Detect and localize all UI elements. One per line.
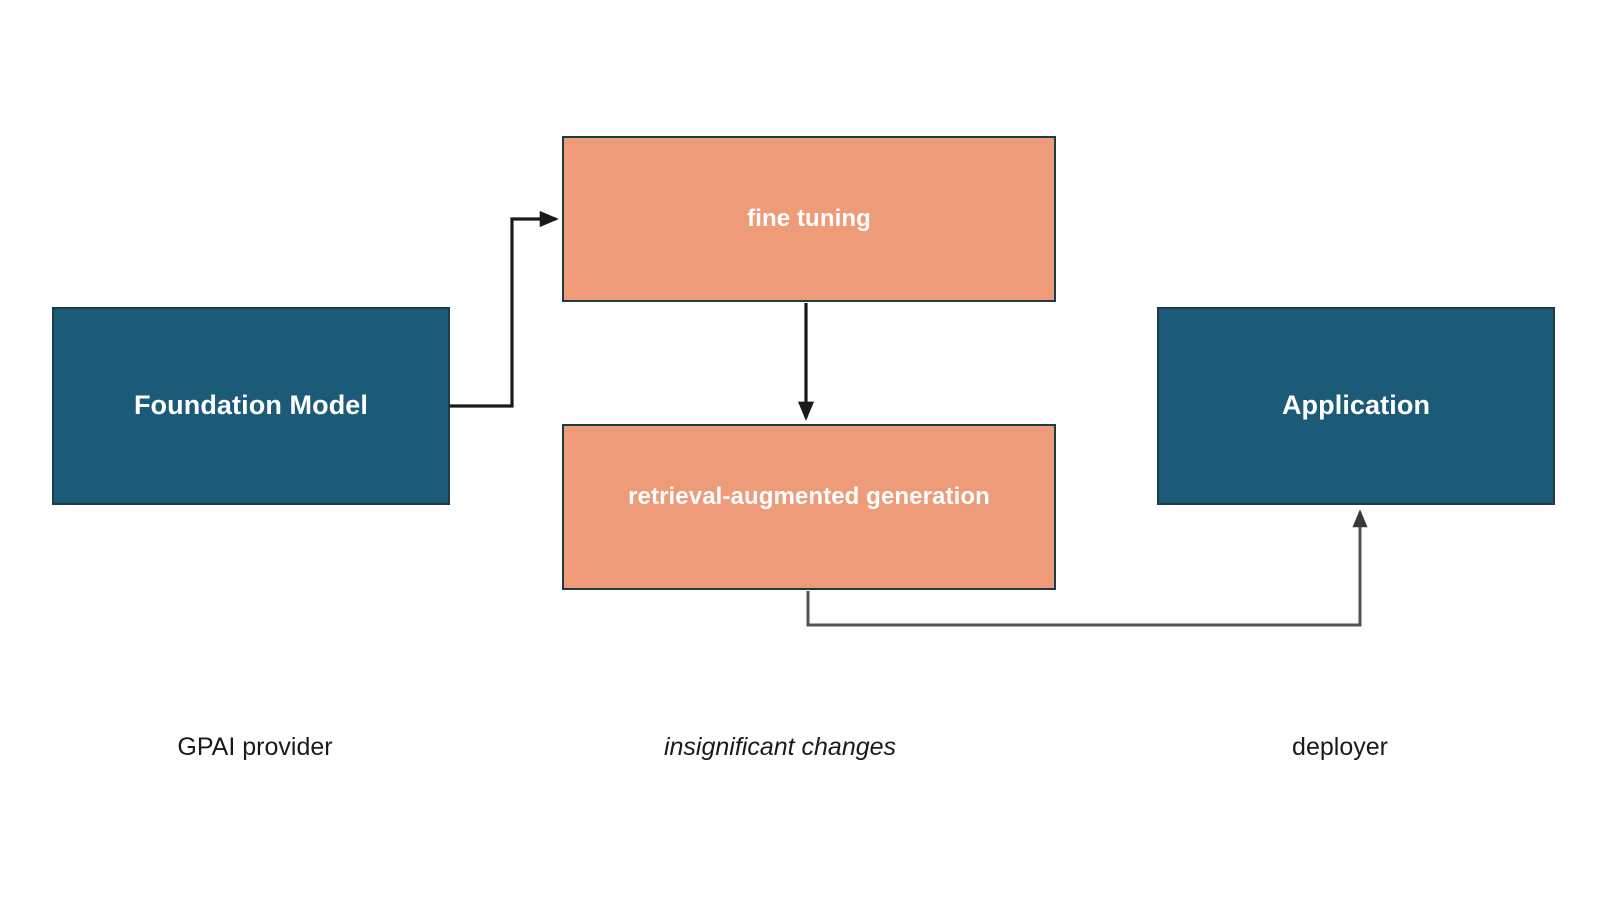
node-foundation-model-label: Foundation Model: [133, 390, 369, 421]
caption-gpai-provider: GPAI provider: [177, 733, 333, 761]
edge-foundation-model-to-fine-tuning: [450, 210, 559, 408]
node-fine-tuning-label: fine tuning: [747, 205, 871, 233]
node-foundation-model[interactable]: Foundation Model: [52, 307, 450, 505]
caption-deployer: deployer: [1292, 733, 1388, 761]
node-retrieval-augmented-generation-label: retrieval-augmented generation: [628, 483, 990, 510]
node-retrieval-augmented-generation[interactable]: retrieval-augmented generation: [562, 424, 1056, 590]
node-fine-tuning[interactable]: fine tuning: [562, 136, 1056, 302]
caption-insignificant-changes: insignificant changes: [663, 733, 897, 761]
node-application-label: Application: [1281, 390, 1431, 421]
node-application[interactable]: Application: [1157, 307, 1555, 505]
